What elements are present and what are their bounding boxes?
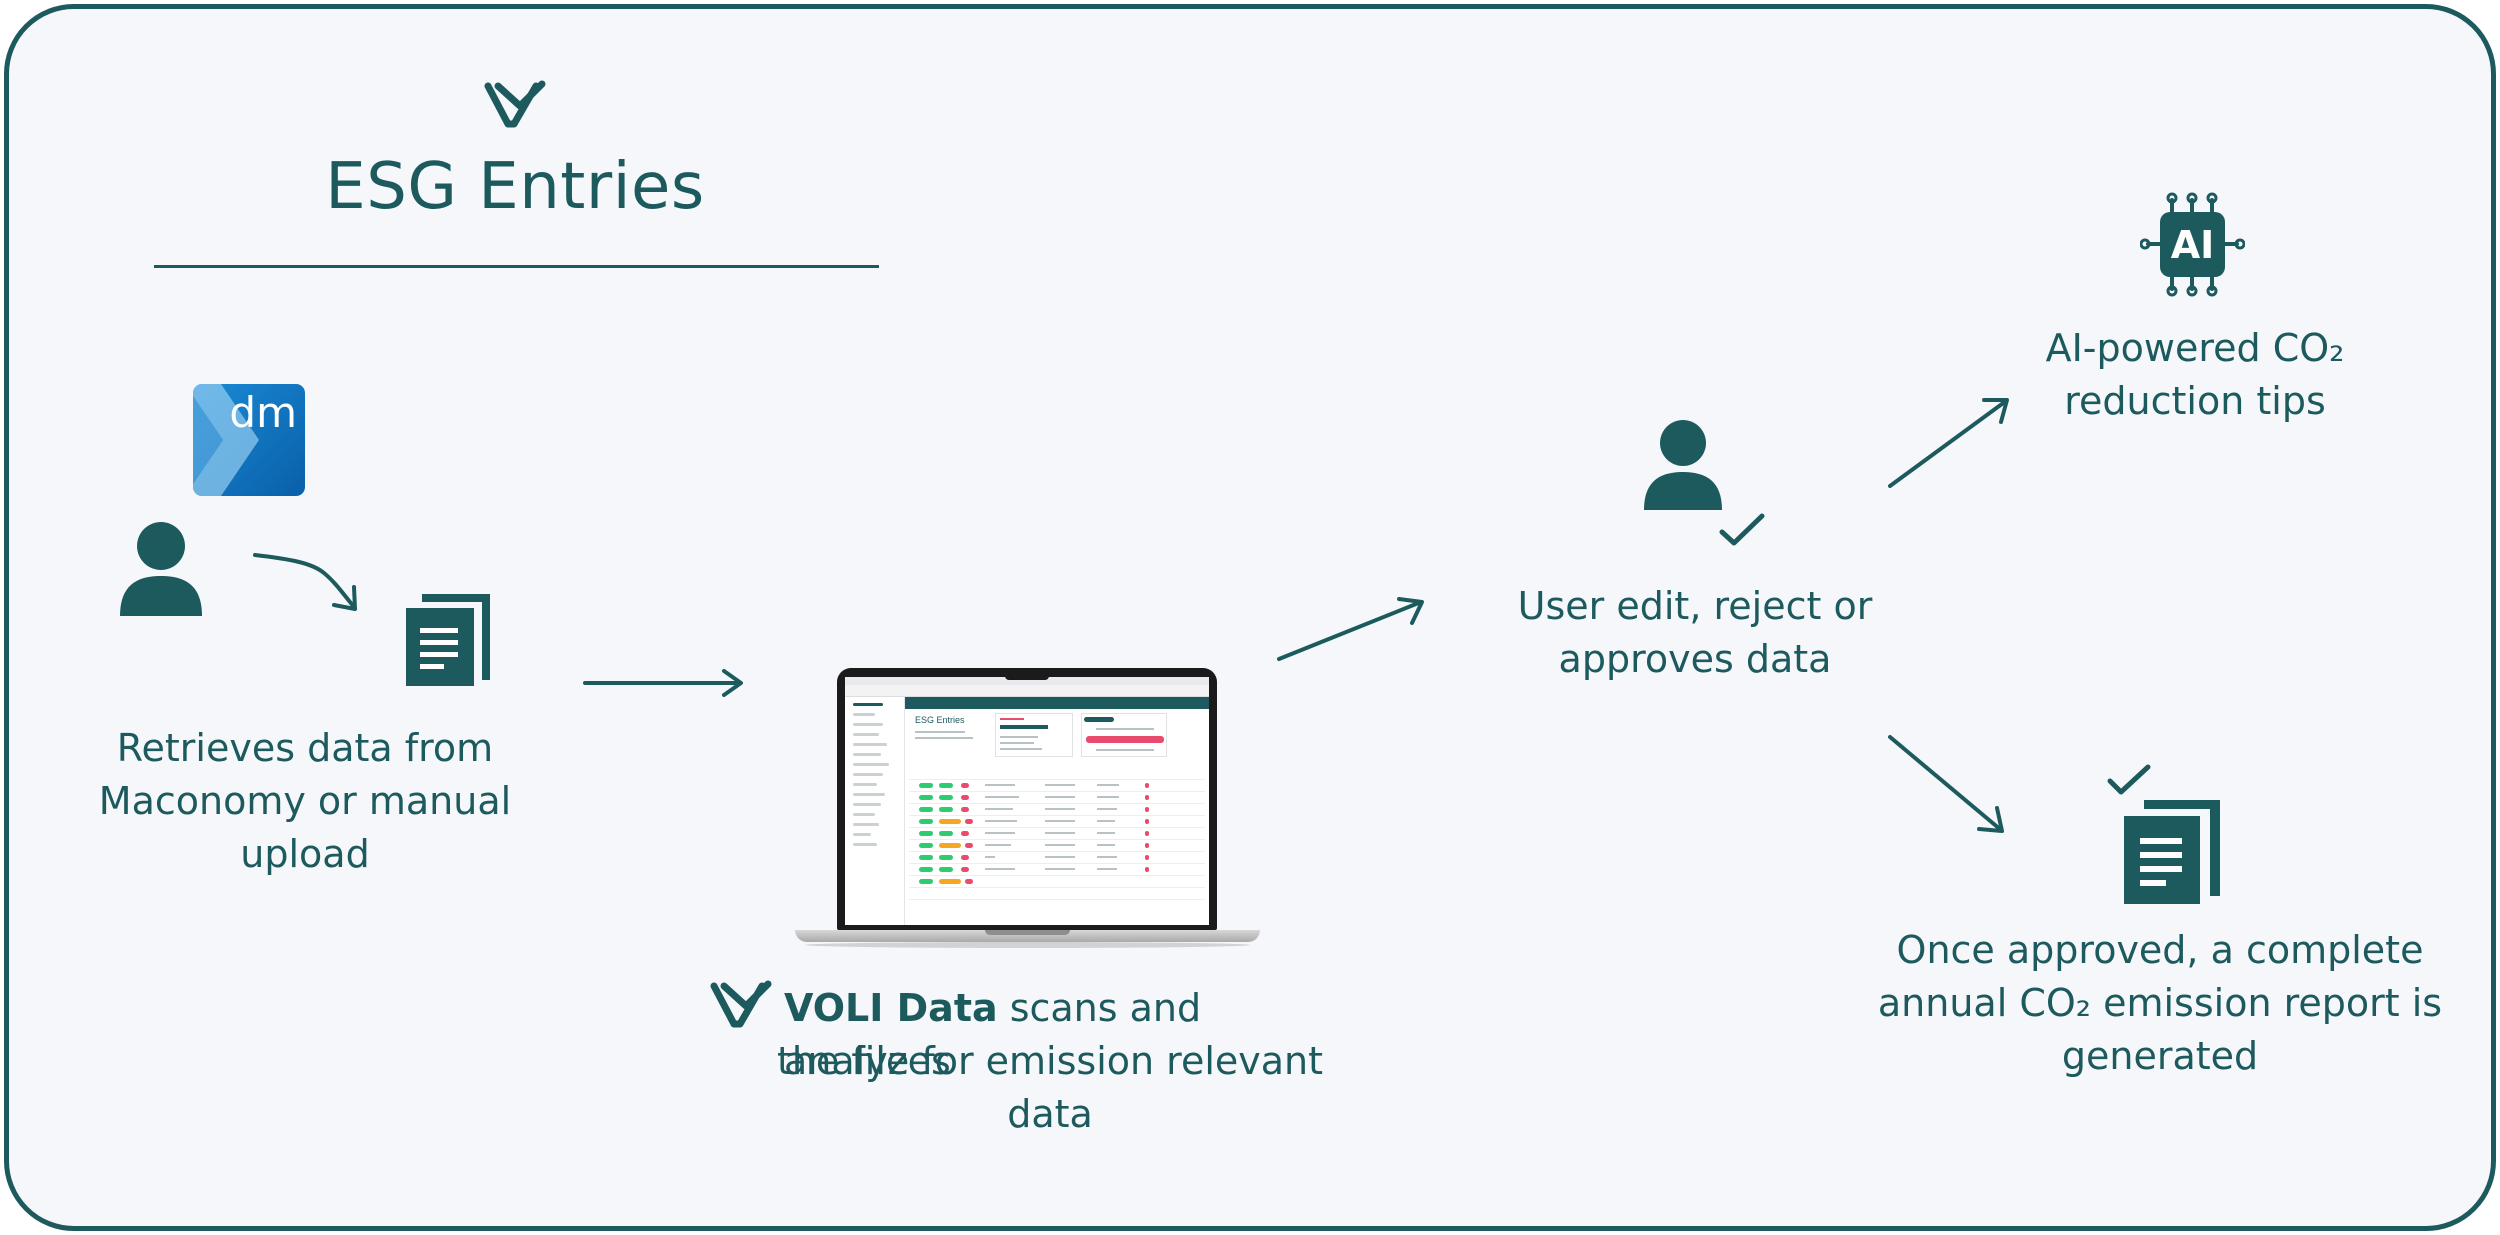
user-icon	[120, 522, 202, 616]
retrieve-caption-line: Retrieves data from	[116, 726, 494, 770]
review-caption: User edit, reject or approves data	[1440, 580, 1950, 686]
document-stack-icon	[406, 594, 490, 686]
arrow-icon	[583, 669, 743, 697]
analyze-caption-line: scans and analyzes	[784, 986, 1202, 1083]
analyze-caption: VOLI Data scans and analyzes	[770, 982, 1350, 1088]
report-caption-line: annual CO₂ emission report is	[1877, 981, 2443, 1025]
analyze-caption-rest: the file for emission relevant data	[760, 1035, 1340, 1141]
app-sidebar-preview	[845, 697, 905, 925]
retrieve-caption-line: upload	[240, 832, 370, 876]
arrow-icon	[1277, 597, 1424, 661]
checkmark-icon	[2107, 764, 2151, 795]
user-icon	[1644, 420, 1722, 510]
laptop-base	[795, 930, 1260, 942]
voli-logo-icon	[710, 980, 772, 1028]
arrow-icon	[253, 553, 357, 611]
retrieve-caption: Retrieves data from Maconomy or manual u…	[50, 722, 560, 881]
laptop-mockup: ESG Entries	[795, 668, 1260, 950]
arrow-icon	[1888, 735, 2004, 833]
laptop-screen: ESG Entries	[845, 677, 1209, 925]
arrow-icon	[1888, 398, 2009, 488]
chevron-right-icon	[193, 384, 259, 496]
ai-chip-outline	[2140, 192, 2245, 297]
ai-badge-text: AI	[2170, 223, 2215, 267]
maconomy-logo: dm	[193, 384, 305, 496]
report-caption-line: generated	[2061, 1034, 2259, 1078]
voli-data-brand: VOLI Data	[784, 986, 998, 1030]
checkmark-icon	[1719, 513, 1765, 546]
title-divider	[154, 265, 879, 268]
screen-page-title: ESG Entries	[915, 715, 965, 725]
ai-chip-icon: AI	[2140, 192, 2245, 297]
analyze-caption-line: data	[1007, 1092, 1093, 1136]
page-title: ESG Entries	[325, 150, 705, 224]
ai-tips-caption-line: reduction tips	[2064, 379, 2326, 423]
voli-logo-icon	[484, 80, 546, 128]
ai-tips-caption-line: AI-powered CO₂	[2045, 326, 2345, 370]
review-caption-line: approves data	[1558, 637, 1832, 681]
report-caption: Once approved, a complete annual CO₂ emi…	[1870, 924, 2450, 1083]
analyze-caption-line: the file for emission relevant	[776, 1039, 1324, 1083]
review-caption-line: User edit, reject or	[1517, 584, 1873, 628]
report-caption-line: Once approved, a complete	[1896, 928, 2424, 972]
dm-logo-text: dm	[229, 388, 297, 437]
retrieve-caption-line: Maconomy or manual	[98, 779, 512, 823]
ai-tips-caption: AI-powered CO₂ reduction tips	[1935, 322, 2455, 428]
document-stack-icon	[2124, 800, 2220, 904]
